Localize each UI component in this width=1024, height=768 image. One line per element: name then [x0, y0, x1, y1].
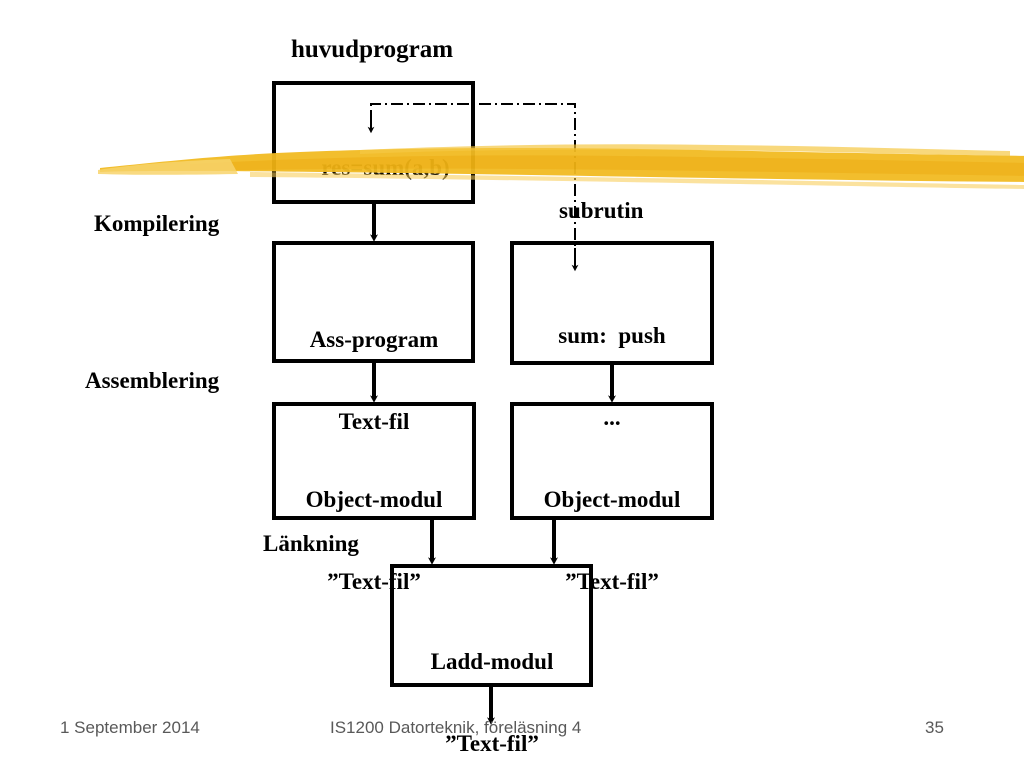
- subroutine-line2: ...: [603, 404, 621, 430]
- box-main-program-label: res=sum(a,b): [274, 127, 474, 208]
- label-subrutin: subrutin: [559, 198, 644, 223]
- box-object-module-left-label: Object-modul ”Text-fil”: [274, 432, 474, 649]
- footer-page-number: 35: [925, 718, 944, 737]
- ass-program-line1: Ass-program: [309, 327, 439, 353]
- object-left-line2: ”Text-fil”: [327, 568, 421, 594]
- label-lankning: Länkning: [263, 531, 359, 556]
- load-module-line2: ”Text-fil”: [445, 730, 539, 756]
- box-ass-program-label: Ass-program Text-fil: [274, 272, 474, 489]
- box-object-module-left: [272, 402, 476, 520]
- label-huvudprogram: huvudprogram: [290, 36, 454, 63]
- box-load-module: [390, 564, 593, 687]
- label-assemblering: Assemblering: [85, 368, 220, 393]
- object-right-line1: Object-modul: [543, 487, 681, 513]
- box-subroutine-label: sum: push ...: [512, 268, 712, 485]
- subroutine-line1: sum: push: [558, 323, 666, 349]
- footer-course: IS1200 Datorteknik, föreläsning 4: [330, 718, 582, 737]
- label-kompilering: Kompilering: [94, 211, 220, 236]
- box-object-module-right: [510, 402, 714, 520]
- footer-date: 1 September 2014: [60, 718, 200, 737]
- box-object-module-right-label: Object-modul ”Text-fil”: [512, 432, 712, 649]
- object-right-line2: ”Text-fil”: [565, 568, 659, 594]
- main-program-line1: res=sum(a,b): [321, 155, 450, 181]
- box-load-module-label: Ladd-modul ”Text-fil”: [392, 594, 592, 768]
- box-ass-program: [272, 241, 475, 363]
- load-module-line1: Ladd-modul: [430, 649, 554, 675]
- ass-program-line2: Text-fil: [338, 408, 410, 434]
- slide-footer: 1 September 2014 IS1200 Datorteknik, för…: [0, 718, 1024, 758]
- object-left-line1: Object-modul: [305, 487, 443, 513]
